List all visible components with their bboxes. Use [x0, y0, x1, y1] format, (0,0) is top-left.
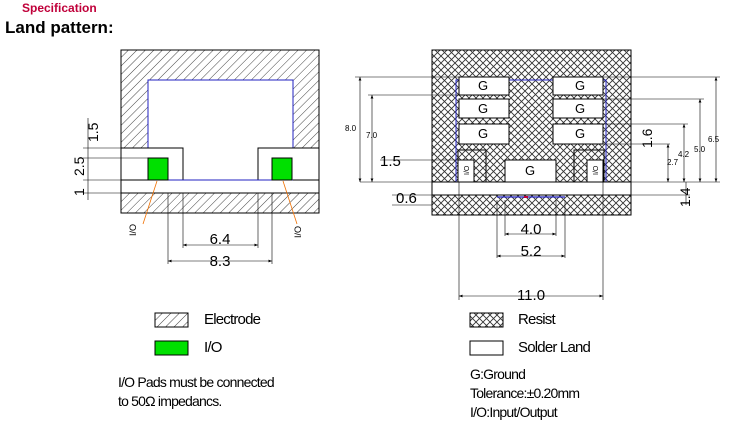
dim-6-5: 6.5 [708, 135, 720, 144]
io-pad-right [271, 157, 293, 181]
ground-pads: G G G G G G G [458, 76, 604, 183]
dim-0-6: 0.6 [396, 190, 417, 207]
dim-5-0: 5.0 [694, 145, 706, 154]
g-label: G [478, 101, 488, 116]
note-line: I/O:Input/Output [470, 404, 558, 420]
dim-1-5: 1.5 [380, 153, 401, 170]
dim-2-7: 2.7 [667, 158, 679, 167]
note-line: G:Ground [470, 366, 526, 382]
io-pad-small-right [586, 159, 604, 183]
page-title: Land pattern: [5, 18, 114, 37]
legend-resist-label: Resist [518, 311, 556, 328]
dim-4-0: 4.0 [521, 221, 542, 238]
dim-7-0: 7.0 [366, 131, 378, 140]
dim-1-4: 1.4 [677, 187, 693, 207]
g-label: G [525, 163, 535, 178]
legend-resist-swatch [469, 312, 504, 328]
g-label: G [478, 78, 488, 93]
legend-electrode-swatch [154, 312, 189, 328]
note-line: to 50Ω impedancs. [118, 393, 222, 409]
g-label: G [575, 78, 585, 93]
io-small-right: I/O [593, 165, 600, 175]
io-pad-small-left [457, 159, 475, 183]
g-label: G [575, 101, 585, 116]
section-label: Specification [22, 1, 97, 15]
dim-4-2: 4.2 [678, 150, 690, 159]
right-land-pattern: G G G G G G G I/O I/O 8.0 7.0 1.5 0.6 [345, 49, 720, 304]
legend-io-label: I/O [204, 339, 222, 356]
legend-io-swatch [154, 340, 189, 356]
dim-5-2: 5.2 [521, 243, 542, 260]
io-label-right: I/O [293, 226, 303, 238]
legend-electrode-label: Electrode [204, 311, 261, 328]
legend-solder-land-label: Solder Land [518, 339, 591, 356]
dim-left-1-5: 1.5 [85, 122, 101, 142]
dim-left-2-5: 2.5 [71, 156, 87, 176]
dim-11-0: 11.0 [517, 287, 545, 304]
legend-solder-land-swatch [469, 340, 504, 356]
dim-6-4: 6.4 [210, 231, 231, 248]
dim-1-6: 1.6 [639, 128, 655, 148]
io-small-left: I/O [464, 165, 471, 175]
g-label: G [478, 126, 488, 141]
legend-definitions: G:Ground Tolerance:±0.20mm I/O:Input/Out… [470, 365, 580, 422]
g-label: G [575, 126, 585, 141]
dim-8-3: 8.3 [210, 253, 231, 270]
io-pad-left [147, 157, 169, 181]
left-land-pattern: I/O I/O 1.5 2.5 1 6.4 8.3 [71, 49, 320, 270]
note-line: I/O Pads must be connected [118, 374, 275, 390]
note-line: Tolerance:±0.20mm [470, 385, 580, 401]
io-label-left: I/O [128, 224, 138, 236]
dim-8-0: 8.0 [345, 124, 357, 133]
dim-left-1: 1 [71, 188, 87, 196]
io-connection-note: I/O Pads must be connected to 50Ω impeda… [118, 373, 275, 411]
